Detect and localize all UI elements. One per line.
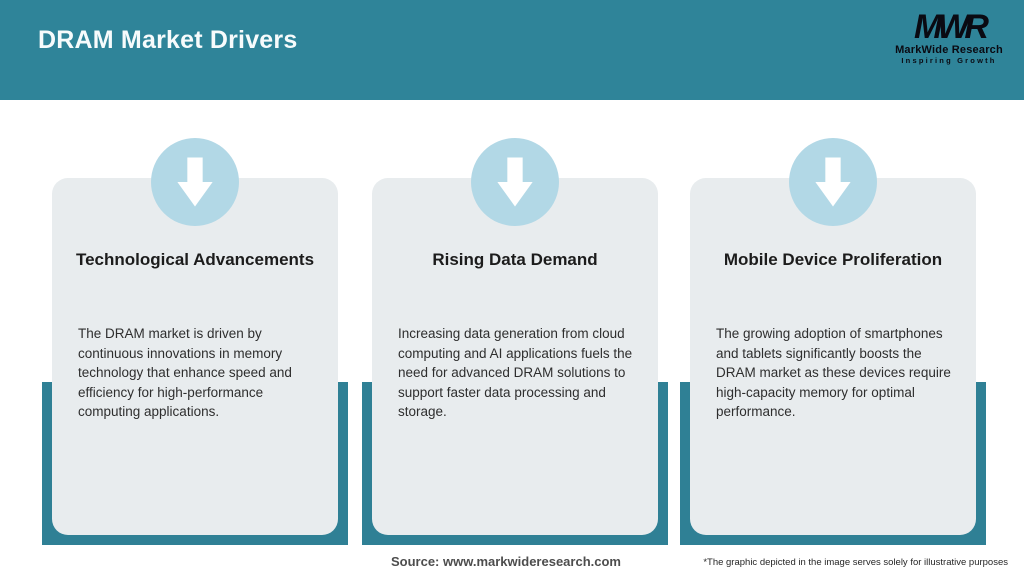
logo-name: MarkWide Research [895, 44, 1003, 56]
markwide-logo: MWR MarkWide Research Inspiring Growth [890, 10, 1008, 66]
down-arrow-icon [497, 157, 533, 207]
card-title: Rising Data Demand [432, 250, 598, 269]
card-description: The DRAM market is driven by continuous … [78, 326, 292, 419]
source-caption: Source: www.markwideresearch.com [390, 554, 621, 569]
disclaimer-note: *The graphic depicted in the image serve… [703, 557, 1008, 568]
header-band: DRAM Market Drivers MWR MarkWide Researc… [0, 0, 1024, 100]
down-arrow-icon [177, 157, 213, 207]
down-arrow-icon [815, 157, 851, 207]
down-arrow-badge [471, 138, 559, 226]
card-title: Technological Advancements [75, 250, 315, 269]
card-title: Mobile Device Proliferation [723, 250, 943, 269]
driver-card-mobile-device-proliferation: Mobile Device Proliferation The growing … [690, 178, 976, 535]
down-arrow-badge [151, 138, 239, 226]
logo-tagline: Inspiring Growth [901, 56, 997, 65]
page-title: DRAM Market Drivers [38, 26, 298, 54]
down-arrow-badge [789, 138, 877, 226]
card-description: The growing adoption of smartphones and … [716, 326, 951, 419]
driver-card-technological-advancements: Technological Advancements The DRAM mark… [52, 178, 338, 535]
logo-monogram: MWR [914, 8, 989, 46]
card-description: Increasing data generation from cloud co… [398, 326, 633, 419]
driver-card-rising-data-demand: Rising Data Demand Increasing data gener… [372, 178, 658, 535]
